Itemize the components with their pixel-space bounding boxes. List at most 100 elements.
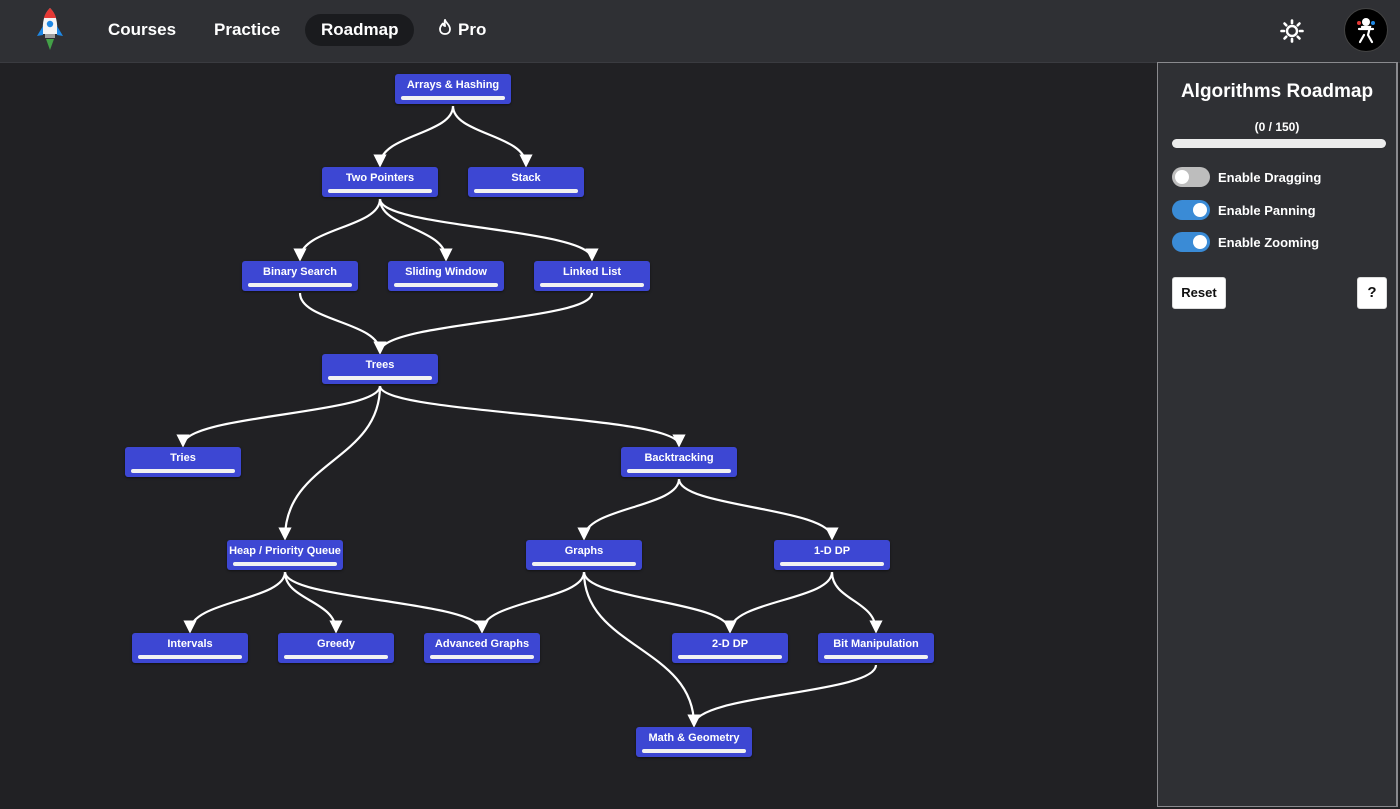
node-progress-bar (540, 283, 644, 287)
edge-dp1-dp2 (723, 571, 834, 634)
node-arrays-hashing[interactable]: Arrays & Hashing (395, 74, 511, 104)
edge-linkedlist-trees (373, 292, 594, 355)
edge-binarysearch-trees (298, 292, 387, 355)
node-label: 1-D DP (813, 545, 851, 557)
toggle-label: Enable Dragging (1218, 169, 1322, 185)
node-progress-bar (233, 562, 337, 566)
node-progress-bar (780, 562, 884, 566)
node-bit-manipulation[interactable]: Bit Manipulation (818, 633, 934, 663)
enable-dragging-toggle[interactable] (1172, 167, 1210, 187)
node-progress-bar (824, 655, 928, 659)
node-two-pointers[interactable]: Two Pointers (322, 167, 438, 197)
edge-twopointers-slidingwindow (378, 198, 453, 262)
edge-trees-tries (176, 385, 382, 448)
nav-pro[interactable]: Pro (422, 14, 502, 46)
roadmap-canvas[interactable]: Arrays & Hashing Two Pointers Stack Bina… (0, 63, 1157, 809)
node-progress-bar (131, 469, 235, 473)
node-intervals[interactable]: Intervals (132, 633, 248, 663)
edge-graphs-math (582, 571, 701, 728)
node-progress-bar (642, 749, 746, 753)
node-progress-bar (328, 189, 432, 193)
reset-button[interactable]: Reset (1172, 277, 1226, 309)
edge-arrays-twopointers (373, 105, 455, 168)
node-math-geometry[interactable]: Math & Geometry (636, 727, 752, 757)
node-tries[interactable]: Tries (125, 447, 241, 477)
edge-heap-intervals (183, 571, 287, 634)
progress-count: (0 / 150) (1254, 120, 1300, 134)
toggle-label: Enable Zooming (1218, 234, 1320, 250)
toggle-label: Enable Panning (1218, 202, 1316, 218)
user-avatar[interactable] (1344, 8, 1388, 52)
node-progress-bar (401, 96, 505, 100)
node-label: Math & Geometry (648, 732, 740, 744)
node-progress-bar (474, 189, 578, 193)
node-label: Advanced Graphs (434, 638, 530, 650)
node-progress-bar (627, 469, 731, 473)
node-progress-bar (678, 655, 782, 659)
node-label: Trees (365, 359, 395, 371)
top-nav-bar: Courses Practice Roadmap Pro (0, 0, 1400, 63)
node-label: Heap / Priority Queue (229, 545, 341, 557)
node-label: Arrays & Hashing (406, 79, 500, 91)
node-label: Two Pointers (345, 172, 415, 184)
node-2d-dp[interactable]: 2-D DP (672, 633, 788, 663)
toggle-row-panning: Enable Panning (1172, 200, 1316, 220)
node-label: Intervals (167, 638, 213, 650)
edge-graphs-advgraphs (475, 571, 586, 634)
node-progress-bar (532, 562, 636, 566)
toggle-knob (1193, 235, 1207, 249)
node-label: Bit Manipulation (833, 638, 919, 650)
nav-pro-label: Pro (458, 20, 487, 39)
node-progress-bar (328, 376, 432, 380)
node-heap-priority-queue[interactable]: Heap / Priority Queue (227, 540, 343, 570)
help-button[interactable]: ? (1357, 277, 1387, 309)
edge-heap-advgraphs (283, 571, 489, 634)
enable-panning-toggle[interactable] (1172, 200, 1210, 220)
flame-icon (438, 14, 452, 46)
edge-arrays-stack (451, 105, 533, 168)
nav-roadmap[interactable]: Roadmap (305, 14, 415, 46)
node-greedy[interactable]: Greedy (278, 633, 394, 663)
node-progress-bar (284, 655, 388, 659)
node-sliding-window[interactable]: Sliding Window (388, 261, 504, 291)
roadmap-side-panel: Algorithms Roadmap (0 / 150) Enable Drag… (1157, 62, 1398, 807)
nav-practice[interactable]: Practice (214, 20, 281, 39)
node-progress-bar (248, 283, 352, 287)
node-label: Backtracking (644, 452, 714, 464)
edge-trees-backtracking (378, 385, 686, 448)
nav-courses[interactable]: Courses (108, 20, 177, 39)
node-stack[interactable]: Stack (468, 167, 584, 197)
node-label: Greedy (317, 638, 355, 650)
theme-toggle-sun-icon[interactable] (1280, 19, 1304, 43)
node-progress-bar (138, 655, 242, 659)
overall-progress-bar (1172, 139, 1386, 148)
node-binary-search[interactable]: Binary Search (242, 261, 358, 291)
node-label: 2-D DP (711, 638, 749, 650)
enable-zooming-toggle[interactable] (1172, 232, 1210, 252)
node-backtracking[interactable]: Backtracking (621, 447, 737, 477)
node-linked-list[interactable]: Linked List (534, 261, 650, 291)
node-progress-bar (430, 655, 534, 659)
node-label: Linked List (562, 266, 622, 278)
rocket-logo-icon[interactable] (32, 6, 68, 52)
toggle-row-dragging: Enable Dragging (1172, 167, 1321, 187)
toggle-knob (1175, 170, 1189, 184)
edge-dp1-bitmanip (830, 571, 883, 634)
node-progress-bar (394, 283, 498, 287)
panel-title: Algorithms Roadmap (1180, 81, 1374, 102)
node-label: Sliding Window (405, 266, 487, 278)
roadmap-edges (176, 105, 883, 728)
node-label: Stack (511, 172, 541, 184)
edge-backtracking-graphs (577, 478, 681, 541)
toggle-knob (1193, 203, 1207, 217)
node-trees[interactable]: Trees (322, 354, 438, 384)
node-1d-dp[interactable]: 1-D DP (774, 540, 890, 570)
edge-twopointers-linkedlist (378, 198, 599, 262)
node-label: Binary Search (263, 266, 337, 278)
node-advanced-graphs[interactable]: Advanced Graphs (424, 633, 540, 663)
node-graphs[interactable]: Graphs (526, 540, 642, 570)
edge-trees-heap (278, 385, 382, 541)
edge-backtracking-dp1 (677, 478, 839, 541)
edge-heap-greedy (283, 571, 343, 634)
node-label: Tries (170, 452, 196, 464)
